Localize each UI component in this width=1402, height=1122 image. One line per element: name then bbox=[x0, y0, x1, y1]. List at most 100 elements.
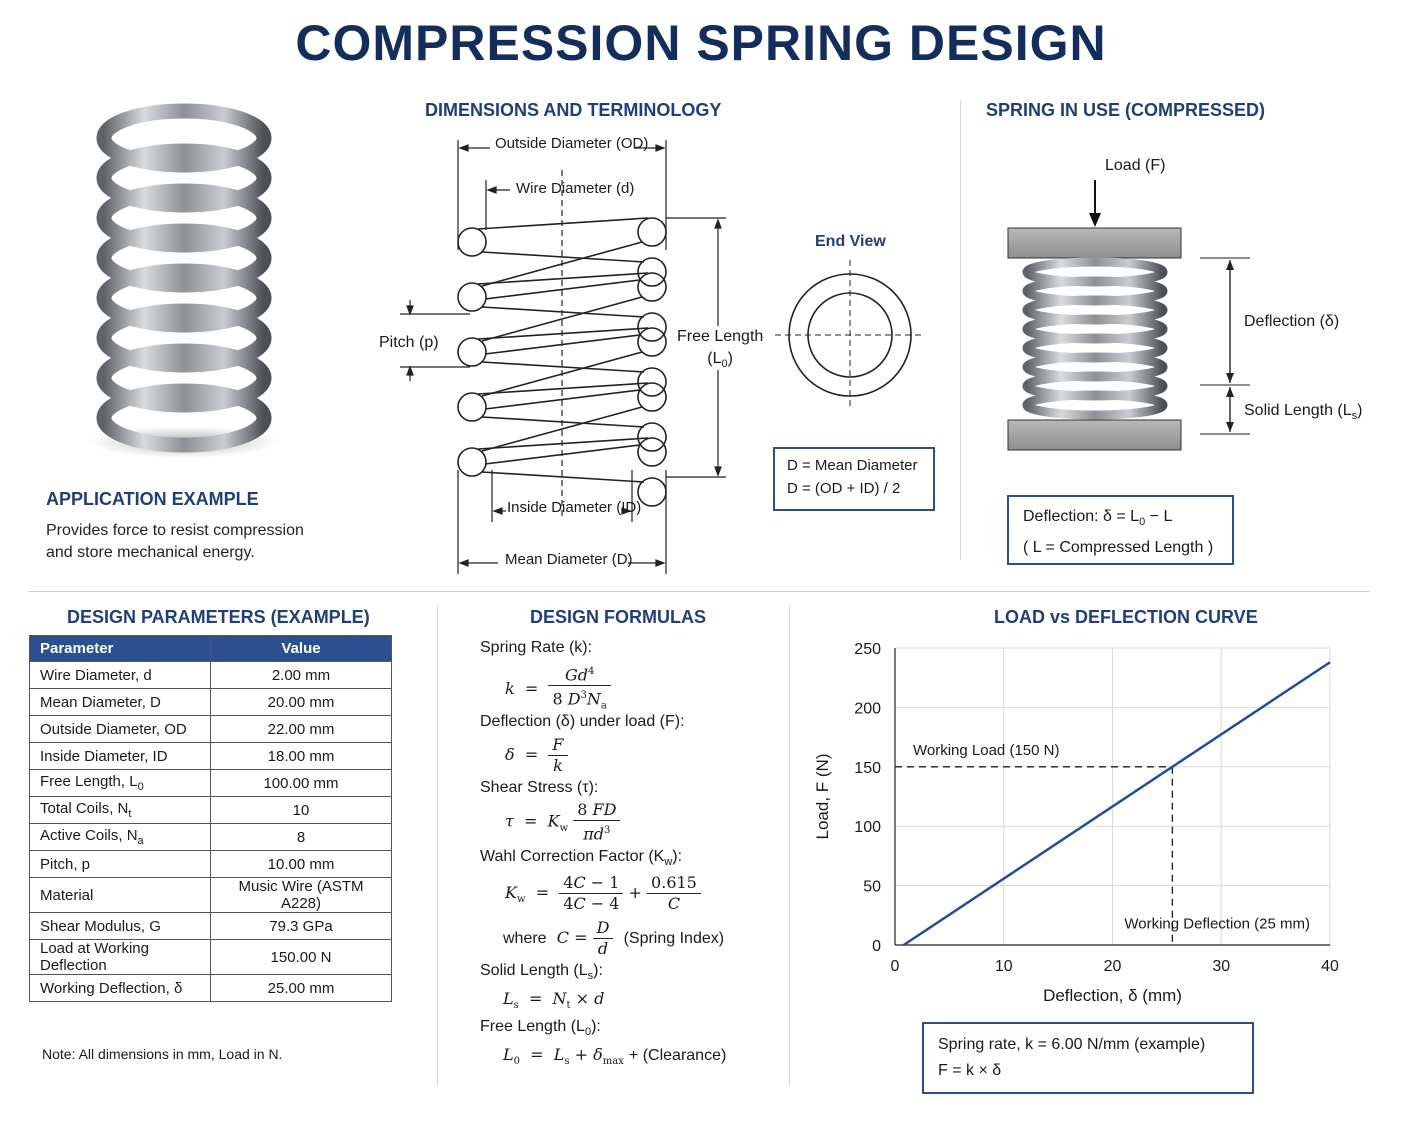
working-deflection-label: Working Deflection (25 mm) bbox=[1124, 915, 1310, 932]
wahl-label: Wahl Correction Factor (Kw): bbox=[480, 848, 682, 868]
chart-y-tick-label: 50 bbox=[863, 879, 881, 896]
spring-rate-box: Spring rate, k = 6.00 N/mm (example) F =… bbox=[922, 1022, 1254, 1094]
params-header-row: Parameter Value bbox=[29, 635, 392, 662]
wire-section bbox=[637, 257, 667, 287]
free-length-subscript: 0 bbox=[721, 358, 728, 371]
coil-edge bbox=[484, 279, 641, 300]
param-name: Free Length, L0 bbox=[29, 769, 211, 797]
param-value: Music Wire (ASTM A228) bbox=[210, 877, 392, 913]
wire-section bbox=[457, 447, 487, 477]
deflection-def-subscript: 0 bbox=[1139, 516, 1146, 529]
application-line-1: Provides force to resist compression bbox=[46, 522, 304, 539]
chart-y-tick-label: 200 bbox=[854, 700, 881, 717]
coil-edge bbox=[481, 361, 645, 373]
chart-x-tick-label: 40 bbox=[1321, 958, 1339, 975]
coil-edge bbox=[481, 471, 645, 483]
shear-stress-label: Shear Stress (τ): bbox=[480, 779, 599, 796]
bottom-divider-2 bbox=[789, 605, 790, 1085]
compressed-spring-drawing bbox=[1007, 180, 1250, 451]
mean-diameter-definition: D = Mean Diameter D = (OD + ID) / 2 bbox=[773, 447, 935, 511]
param-name-text: Shear Modulus, G bbox=[40, 917, 161, 935]
coil-ring bbox=[96, 143, 272, 213]
free-label-close: ): bbox=[591, 1018, 601, 1035]
application-text: Provides force to resist compression and… bbox=[46, 520, 304, 564]
coil-ring bbox=[96, 383, 272, 453]
load-deflection-line bbox=[903, 661, 1331, 947]
page-title: COMPRESSION SPRING DESIGN bbox=[295, 15, 1107, 71]
chart-title: LOAD vs DEFLECTION CURVE bbox=[994, 607, 1258, 627]
param-name-text: Total Coils, N bbox=[40, 800, 129, 817]
param-value: 79.3 GPa bbox=[210, 912, 392, 940]
wire-section bbox=[637, 327, 667, 357]
in-use-title: SPRING IN USE (COMPRESSED) bbox=[986, 100, 1266, 120]
param-name-subscript: 0 bbox=[137, 781, 144, 793]
section-divider bbox=[28, 591, 1370, 592]
coil-edge bbox=[481, 406, 643, 452]
chart-y-axis-label: Load, F (N) bbox=[813, 754, 832, 840]
mean-diameter-label: Mean Diameter (D) bbox=[505, 551, 633, 568]
param-name: Active Coils, Na bbox=[29, 823, 211, 851]
wire-section bbox=[637, 312, 667, 342]
chart-y-tick-label: 150 bbox=[854, 760, 881, 777]
coil-ring bbox=[96, 223, 272, 293]
bottom-divider-1 bbox=[437, 605, 438, 1085]
solid-length-formula-label: Solid Length (Ls): bbox=[480, 962, 603, 982]
param-name-text: Wire Diameter, d bbox=[40, 666, 152, 684]
end-view-drawing bbox=[775, 260, 925, 410]
param-name: Wire Diameter, d bbox=[29, 661, 211, 689]
wire-section bbox=[637, 272, 667, 302]
chart-x-axis-label: Deflection, δ (mm) bbox=[1043, 986, 1182, 1005]
deflection-formula-label: Deflection (δ) under load (F): bbox=[480, 713, 685, 730]
application-line-2: and store mechanical energy. bbox=[46, 544, 255, 561]
coil-ring bbox=[96, 183, 272, 253]
param-name-text: Working Deflection, δ bbox=[40, 979, 183, 997]
free-length-line-2: (L0) bbox=[677, 348, 763, 375]
param-value: 22.00 mm bbox=[210, 715, 392, 743]
params-note: Note: All dimensions in mm, Load in N. bbox=[42, 1046, 283, 1062]
param-value: 8 bbox=[210, 823, 392, 851]
wahl-label-text: Wahl Correction Factor (K bbox=[480, 848, 665, 865]
compressed-coil bbox=[1022, 390, 1168, 420]
wire-section bbox=[637, 422, 667, 452]
coil-ring bbox=[96, 263, 272, 333]
spring-rate-label: Spring Rate (k): bbox=[480, 639, 593, 656]
chart-y-tick-label: 0 bbox=[872, 938, 881, 955]
wire-section bbox=[637, 382, 667, 412]
param-name: Working Deflection, δ bbox=[29, 974, 211, 1002]
formulas-title: DESIGN FORMULAS bbox=[530, 607, 707, 627]
coil-edge bbox=[477, 217, 649, 230]
od-label: Outside Diameter (OD) bbox=[495, 135, 649, 152]
solid-label-subscript: s bbox=[587, 970, 594, 983]
param-name-subscript: a bbox=[137, 835, 144, 847]
solid-length-close: ) bbox=[1357, 402, 1363, 419]
working-load-label: Working Load (150 N) bbox=[913, 742, 1059, 759]
param-name-text: Outside Diameter, OD bbox=[40, 720, 187, 738]
param-name-text: Pitch, p bbox=[40, 855, 91, 873]
spring-rate-box-line-2: F = k × δ bbox=[938, 1062, 1002, 1079]
wire-section bbox=[637, 367, 667, 397]
wire-diameter-label: Wire Diameter (d) bbox=[516, 180, 635, 197]
spring-index-text: (Spring Index) bbox=[623, 930, 725, 947]
application-title: APPLICATION EXAMPLE bbox=[46, 489, 259, 509]
deflection-def-line-2: ( L = Compressed Length ) bbox=[1023, 539, 1214, 557]
coil-edge bbox=[477, 382, 649, 395]
param-name-subscript: t bbox=[128, 808, 132, 820]
params-header-parameter: Parameter bbox=[29, 635, 211, 662]
end-view-title: End View bbox=[815, 233, 886, 250]
coil-edge bbox=[484, 334, 641, 355]
param-name: Shear Modulus, G bbox=[29, 912, 211, 940]
chart-y-tick-label: 100 bbox=[854, 819, 881, 836]
pitch-label: Pitch (p) bbox=[379, 334, 439, 351]
deflection-def-text: Deflection: δ = L bbox=[1023, 508, 1140, 525]
